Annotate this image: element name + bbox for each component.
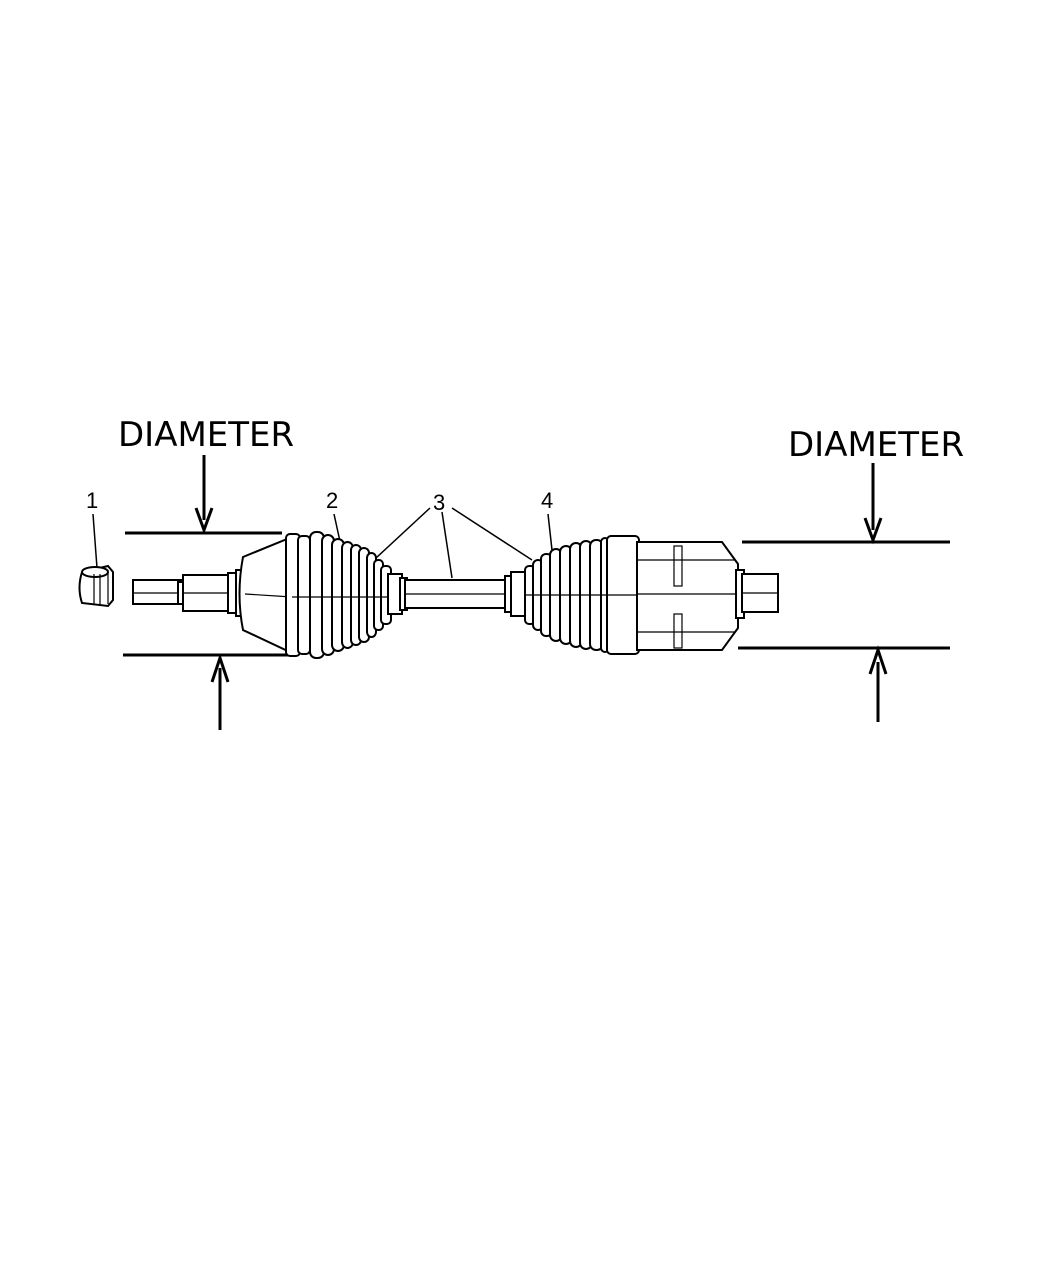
callout-4: 4 bbox=[541, 488, 553, 513]
leader-3 bbox=[375, 507, 533, 579]
outer-stub-shaft bbox=[132, 569, 247, 617]
leader-1 bbox=[92, 513, 98, 569]
intermediate-shaft-part bbox=[387, 571, 528, 617]
leader-4 bbox=[547, 513, 553, 551]
outer-cv-boot-part bbox=[238, 531, 392, 659]
diameter-dimension-right bbox=[738, 463, 950, 722]
callout-1: 1 bbox=[86, 488, 98, 513]
inner-cv-housing bbox=[636, 541, 779, 651]
diameter-label-left: DIAMETER bbox=[118, 415, 294, 455]
diameter-label-right: DIAMETER bbox=[788, 425, 964, 465]
inner-cv-boot-part bbox=[524, 535, 640, 655]
callout-2: 2 bbox=[326, 488, 338, 513]
diameter-dimension-left bbox=[123, 455, 292, 730]
hub-nut-part bbox=[78, 564, 114, 608]
callout-3: 3 bbox=[433, 490, 445, 515]
